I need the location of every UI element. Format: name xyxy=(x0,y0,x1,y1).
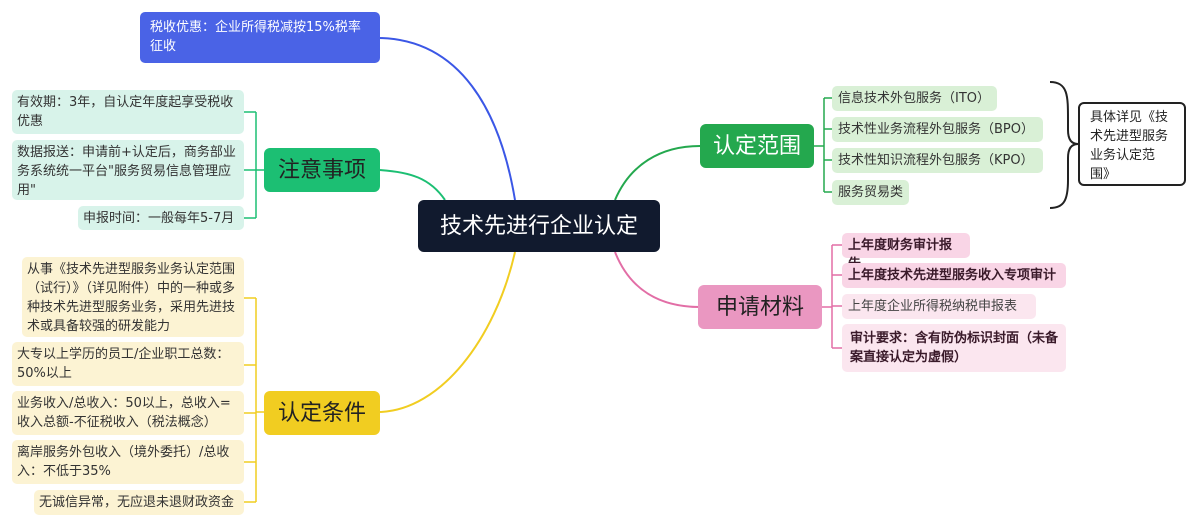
materials-topic[interactable]: 申请材料 xyxy=(698,285,822,329)
scope-topic[interactable]: 认定范围 xyxy=(700,124,814,168)
condition-item[interactable]: 离岸服务外包收入（境外委托）/总收入：不低于35% xyxy=(12,440,244,484)
connector-tax-benefit xyxy=(379,37,516,201)
scope-item[interactable]: 信息技术外包服务（ITO） xyxy=(832,86,997,111)
material-item[interactable]: 上年度技术先进型服务收入专项审计 xyxy=(842,263,1066,288)
central-topic[interactable]: 技术先进行企业认定 xyxy=(418,200,660,252)
connector-materials xyxy=(614,251,701,308)
notice-item[interactable]: 数据报送：申请前+认定后，商务部业务系统统一平台"服务贸易信息管理应用" xyxy=(12,140,244,200)
scope-item[interactable]: 服务贸易类 xyxy=(832,180,909,205)
connector-conditions xyxy=(379,251,516,413)
material-item[interactable]: 审计要求：含有防伪标识封面（未备案直接认定为虚假） xyxy=(842,324,1066,372)
condition-item[interactable]: 无诚信异常，无应退未退财政资金 xyxy=(34,490,244,515)
material-item[interactable]: 上年度企业所得税纳税申报表 xyxy=(842,294,1036,319)
notice-item[interactable]: 申报时间：一般每年5-7月 xyxy=(78,206,244,230)
connector-notices xyxy=(379,169,446,201)
scope-item[interactable]: 技术性业务流程外包服务（BPO） xyxy=(832,117,1043,142)
tax-benefit-node[interactable]: 税收优惠：企业所得税减按15%税率征收 xyxy=(140,12,380,63)
condition-item[interactable]: 从事《技术先进型服务业务认定范围（试行）》（详见附件）中的一种或多种技术先进型服… xyxy=(22,257,244,337)
notice-item[interactable]: 有效期：3年，自认定年度起享受税收优惠 xyxy=(12,90,244,134)
material-item[interactable]: 上年度财务审计报告 xyxy=(842,233,970,272)
scope-item[interactable]: 技术性知识流程外包服务（KPO） xyxy=(832,148,1043,173)
scope-note[interactable]: 具体详见《技术先进型服务业务认定范围》 xyxy=(1078,102,1186,186)
brace xyxy=(1049,81,1079,209)
notices-topic[interactable]: 注意事项 xyxy=(264,148,380,192)
connector-scope xyxy=(614,145,701,201)
conditions-topic[interactable]: 认定条件 xyxy=(264,391,380,435)
condition-item[interactable]: 大专以上学历的员工/企业职工总数：50%以上 xyxy=(12,342,244,386)
condition-item[interactable]: 业务收入/总收入：50以上，总收入=收入总额-不征税收入（税法概念） xyxy=(12,391,244,435)
